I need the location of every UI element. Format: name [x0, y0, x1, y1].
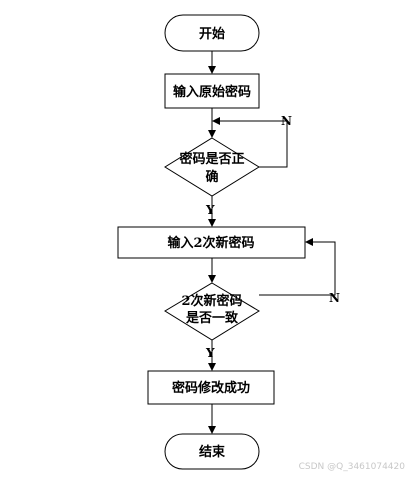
arrowhead-loop-no-check-consistent: [305, 238, 313, 246]
arrowhead-start-to-input: [208, 66, 216, 74]
loop-no-check-consistent: [259, 241, 336, 296]
input-new-label: 输入2次新密码: [167, 235, 254, 251]
arrowhead-loop-no-check-password: [212, 117, 220, 125]
end-terminator: [164, 433, 260, 470]
input-original-label: 输入原始密码: [173, 84, 251, 100]
input-original-box: [164, 73, 260, 109]
check-password-no-flag: N: [281, 114, 292, 128]
check-consistent-yes-flag: Y: [205, 346, 215, 360]
check-password-yes-flag: Y: [205, 203, 215, 217]
arrowhead-check-to-input-new: [208, 219, 216, 227]
check-password-diamond: [164, 137, 260, 197]
end-label: 结束: [199, 444, 226, 460]
arrowhead-success-to-end: [208, 426, 216, 434]
loop-no-check-password: [220, 120, 288, 168]
check-consistent-no-flag: N: [329, 291, 340, 305]
arrowhead-input-to-check: [208, 130, 216, 138]
check-password-label-line1: 密码是否正: [178, 151, 244, 167]
check-consistent-label-line2: 是否一致: [185, 310, 239, 326]
success-label: 密码修改成功: [171, 380, 250, 396]
check-password-label-line2: 确: [205, 169, 218, 185]
input-new-box: [117, 226, 306, 259]
arrowhead-input-new-to-check: [208, 275, 216, 283]
start-label: 开始: [199, 26, 225, 42]
success-box: [147, 370, 275, 405]
check-consistent-label-line1: 2次新密码: [181, 293, 242, 309]
watermark: CSDN @Q_3461074420: [299, 462, 406, 472]
arrowhead-check-to-success: [208, 363, 216, 371]
